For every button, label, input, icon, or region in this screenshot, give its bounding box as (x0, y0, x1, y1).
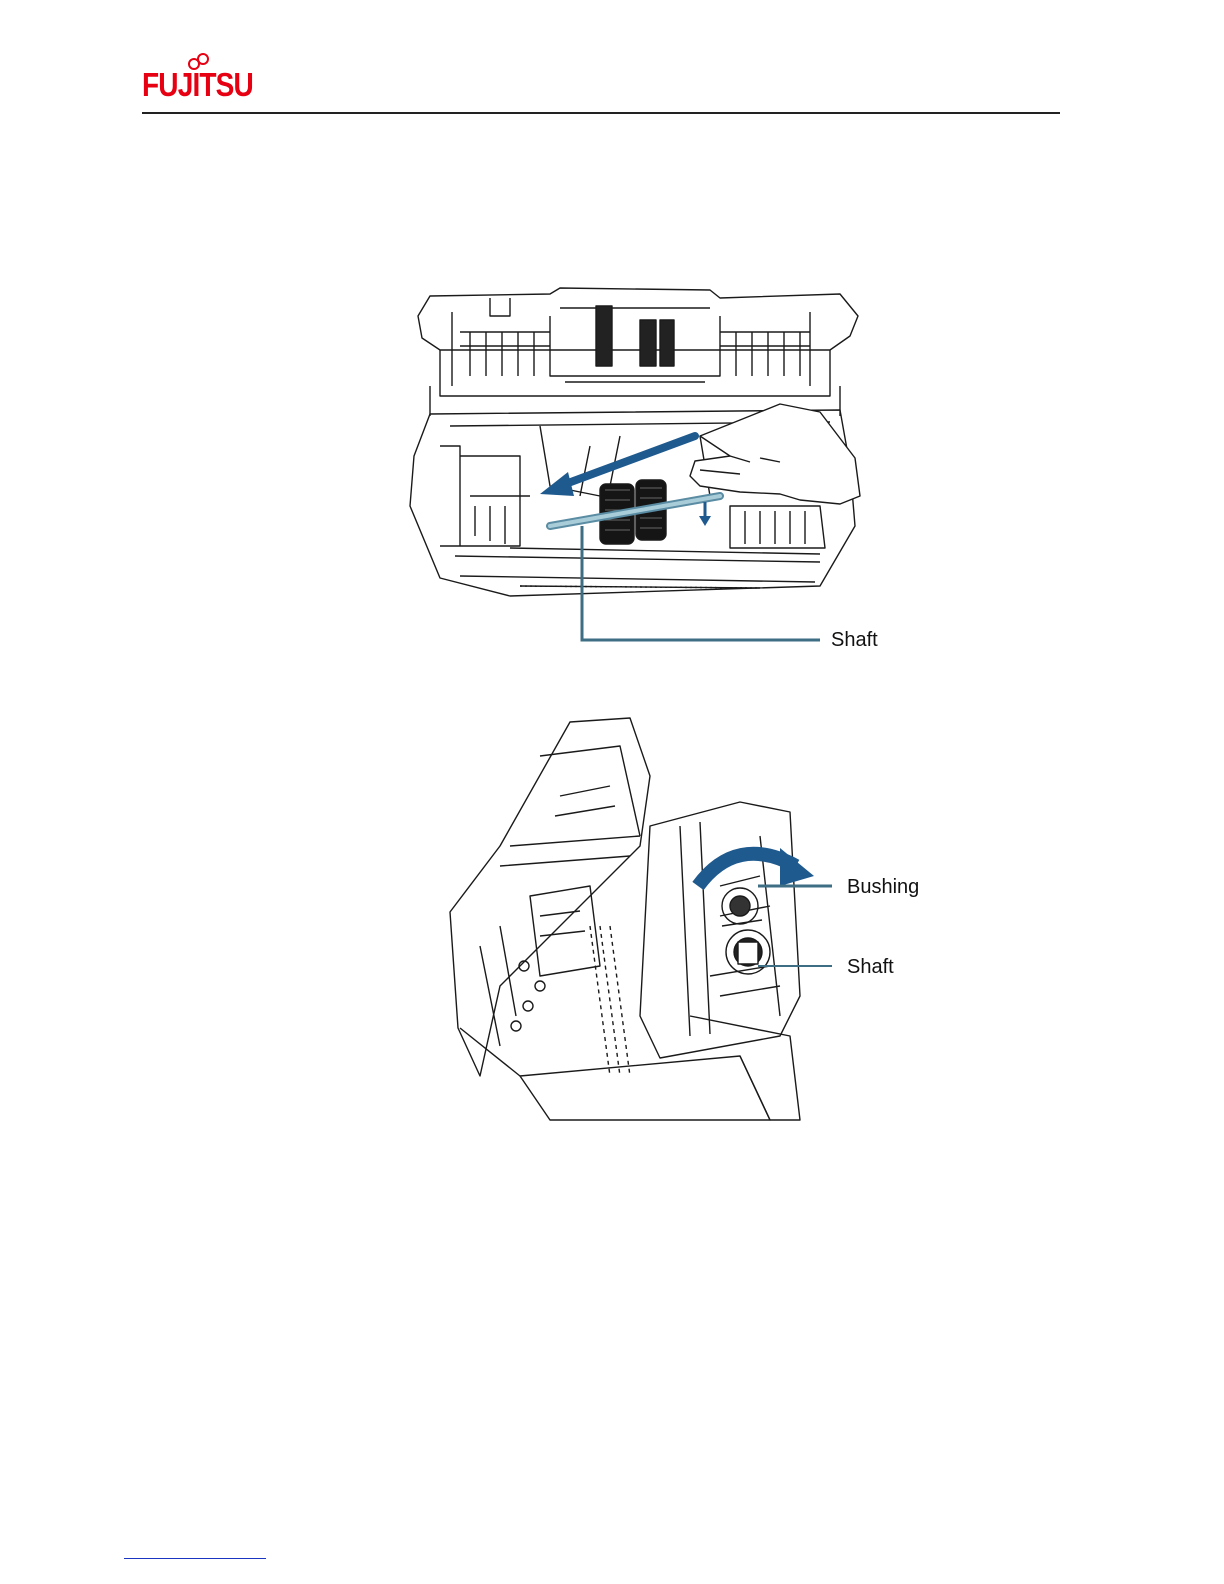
shaft-label: Shaft (831, 629, 878, 651)
logo-wordmark: FUJITSU (142, 67, 253, 103)
scanner-side-view-illustration (440, 716, 940, 1128)
bushing-label: Bushing (847, 876, 919, 898)
fujitsu-logo: FUJITSU (142, 50, 262, 112)
header-rule (142, 112, 1060, 114)
footer-link-underline (124, 1558, 266, 1559)
figure-scanner-shaft-removal: Shaft (400, 286, 920, 656)
down-arrow-icon (699, 502, 711, 526)
rotate-arrow-icon (698, 848, 814, 886)
figure-bushing-rotation: Bushing Shaft (440, 716, 940, 1128)
shaft-label-2: Shaft (847, 956, 894, 978)
scanner-top-view-illustration (400, 286, 920, 656)
